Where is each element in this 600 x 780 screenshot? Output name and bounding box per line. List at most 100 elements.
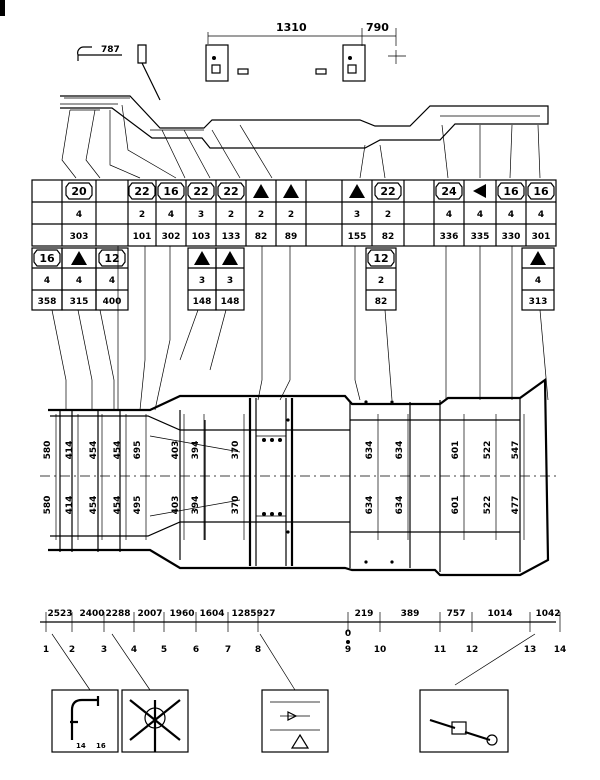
frame-upper-dim-11: 522 [483,441,493,460]
table-symbol-10 [349,184,365,198]
detail-box-3 [261,689,329,753]
bottom-dim-10: 757 [447,609,466,619]
table-symbol-11-text: 22 [380,185,395,198]
table-symbol-13-text: 24 [441,185,457,198]
table-val-15: 330 [502,232,521,242]
sub-qty-1: 4 [76,276,82,286]
dim-790: 790 [366,21,389,34]
sub-symbol-6 [530,251,546,265]
frame-lower-dim-12: 477 [511,496,521,515]
table-symbol-14 [473,184,486,198]
table-symbol-5-text: 22 [193,185,208,198]
frame-lower-dim-0: 580 [43,496,53,515]
frame-upper-dim-8: 634 [365,441,375,460]
station-4: 4 [131,645,137,655]
table-val-14: 335 [471,232,490,242]
detail-views: 14 16 [51,633,536,753]
sub-table-4 [215,247,245,311]
sub-symbol-3 [194,251,210,265]
frame-lower-dim-11: 522 [483,496,493,515]
bottom-dim-2: 2288 [105,609,130,619]
table-val-16: 301 [532,232,551,242]
sub-symbol-5-text: 12 [373,252,388,265]
sub-val-3: 148 [193,297,212,307]
station-12: 12 [466,645,479,655]
sub-val-2: 400 [103,297,122,307]
table-symbol-4-text: 16 [163,185,179,198]
table-qty-3: 2 [139,210,145,220]
sub-table-2 [95,247,129,311]
sub-val-1: 315 [70,297,89,307]
table-symbol-11 [374,182,402,200]
mid-leaders [51,246,549,411]
sub-qty-4: 3 [227,276,233,286]
table-qty-15: 4 [508,210,514,220]
frame-lower-dim-10: 601 [451,496,461,515]
detail-box-1 [51,689,119,753]
sub-symbol-0 [33,249,61,267]
sub-qty-2: 4 [109,276,115,286]
table-val-13: 336 [440,232,459,242]
table-val-8: 89 [285,232,298,242]
frame-upper-dim-3: 454 [113,441,123,460]
table-symbol-4 [157,182,185,200]
table-qty-1: 4 [76,210,82,220]
frame-lower-dim-2: 454 [89,496,99,515]
table-val-10: 155 [348,232,367,242]
station-1: 1 [43,645,49,655]
bottom-dim-6: 1285 [231,609,256,619]
station-9: 9 [345,645,351,655]
frame-lower-dim-5: 403 [171,496,181,515]
frame-upper-dim-6: 394 [191,441,201,460]
table-qty-14: 4 [477,210,483,220]
station-8: 8 [255,645,261,655]
sub-qty-6: 4 [535,276,541,286]
frame-upper-dim-5: 403 [171,441,181,460]
bottom-dim-4: 1960 [169,609,194,619]
plate-left [205,44,229,82]
bottom-dim-8: 219 [355,609,374,619]
table-qty-10: 3 [354,210,360,220]
tow-rod [77,46,122,61]
top-views: 787 1310 790 [60,21,549,149]
detail-label-14: 14 [76,742,86,750]
table-qty-5: 3 [198,210,204,220]
frame-upper-dim-1: 414 [65,441,75,460]
bottom-dim-3: 2007 [137,609,162,619]
station-7: 7 [225,645,231,655]
sub-val-5: 82 [375,297,388,307]
tow-bracket [137,44,161,101]
detail-box-4 [419,689,509,753]
frame-lower-dim-7: 370 [231,496,241,515]
station-13: 13 [524,645,537,655]
table-symbol-15 [497,182,525,200]
sub-symbol-4 [222,251,238,265]
sub-val-0: 358 [38,297,57,307]
bottom-dim-12: 1042 [535,609,560,619]
table-symbol-8 [283,184,299,198]
bottom-dim-0: 2523 [47,609,72,619]
frame-upper-dim-12: 547 [511,441,521,460]
table-qty-13: 4 [446,210,452,220]
table-val-3: 101 [133,232,152,242]
table-val-7: 82 [255,232,268,242]
table-qty-6: 2 [228,210,234,220]
station-6: 6 [193,645,199,655]
zero-mark: 0 [345,629,351,639]
frame-upper-dim-2: 454 [89,441,99,460]
table-symbol-13 [435,182,463,200]
table-symbol-15-text: 16 [503,185,519,198]
frame-side-view [60,95,549,149]
frame-upper-dim-4: 695 [133,441,143,460]
table-val-11: 82 [382,232,395,242]
sub-table-6 [521,247,555,311]
frame-lower-dim-3: 454 [113,496,123,515]
frame-lower-dim-1: 414 [65,496,75,515]
sub-val-6: 313 [529,297,548,307]
bottom-dim-1: 2400 [79,609,104,619]
table-qty-11: 2 [385,210,391,220]
table-val-6: 133 [222,232,241,242]
dim-1310: 1310 [276,21,307,34]
